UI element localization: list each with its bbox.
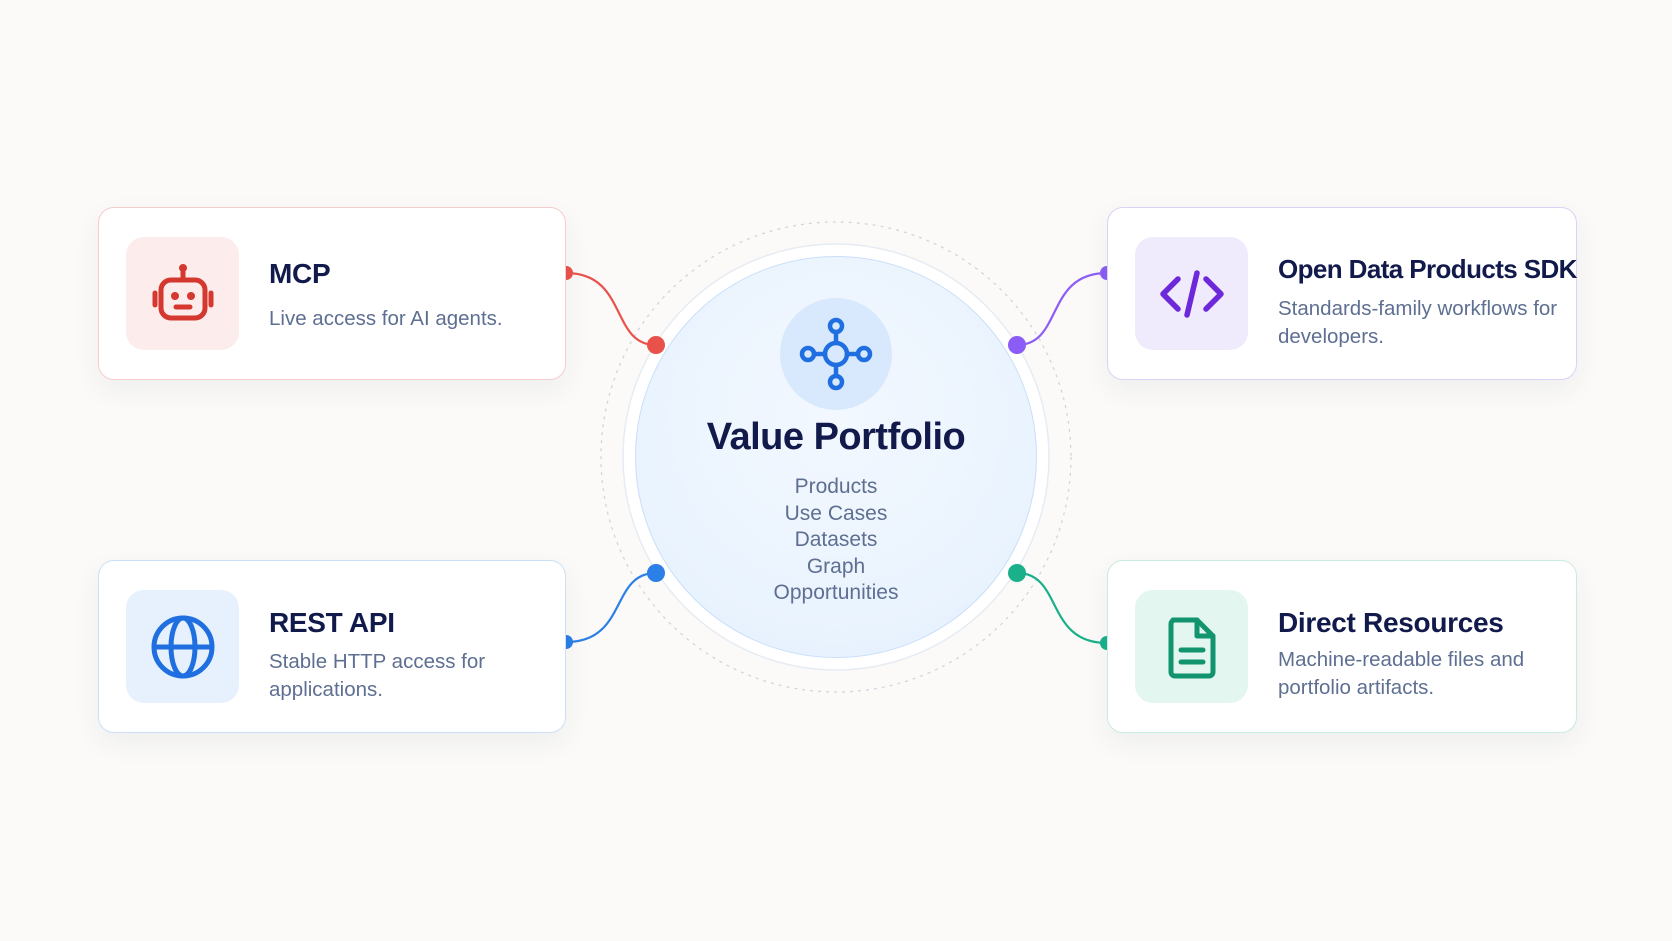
card-title: Direct Resources xyxy=(1278,607,1504,638)
globe-icon xyxy=(126,590,239,703)
connector-dot-direct-hub xyxy=(1008,564,1026,582)
code-icon xyxy=(1135,237,1248,350)
connector-dot-rest-hub xyxy=(647,564,665,582)
card-sdk[interactable]: Open Data Products SDK Standards-family … xyxy=(1107,207,1577,380)
card-description: Live access for AI agents. xyxy=(269,307,503,330)
robot-icon xyxy=(126,237,239,350)
hub-item-list: Products Use Cases Datasets Graph Opport… xyxy=(636,474,1036,607)
card-direct-resources[interactable]: Direct Resources Machine-readable files … xyxy=(1107,560,1577,733)
connector-rest xyxy=(565,571,657,644)
connector-dot-mcp-hub xyxy=(647,336,665,354)
card-description: Machine-readable files and portfolio art… xyxy=(1278,648,1525,699)
hub-item: Opportunities xyxy=(773,581,899,604)
connector-sdk xyxy=(1016,271,1108,347)
card-description: Stable HTTP access for applications. xyxy=(269,650,486,701)
card-title: MCP xyxy=(269,258,331,289)
outer-dashed-ring xyxy=(600,221,1072,693)
hub-item: Products xyxy=(794,475,878,498)
document-icon xyxy=(1135,590,1248,703)
hub-item: Datasets xyxy=(794,528,878,551)
connector-direct xyxy=(1016,571,1108,645)
hub-title: Value Portfolio xyxy=(706,416,966,458)
connector-mcp xyxy=(565,271,657,347)
card-mcp[interactable]: MCP Live access for AI agents. xyxy=(98,207,566,380)
card-title: Open Data Products SDK xyxy=(1278,254,1577,284)
hub-item: Use Cases xyxy=(784,501,888,525)
hub-network-icon xyxy=(780,298,892,410)
connector-dot-sdk-hub xyxy=(1008,336,1026,354)
hub-item: Graph xyxy=(806,554,866,578)
card-description: Standards-family workflows for developer… xyxy=(1278,297,1558,348)
card-rest-api[interactable]: REST API Stable HTTP access for applicat… xyxy=(98,560,566,733)
card-title: REST API xyxy=(269,607,395,638)
